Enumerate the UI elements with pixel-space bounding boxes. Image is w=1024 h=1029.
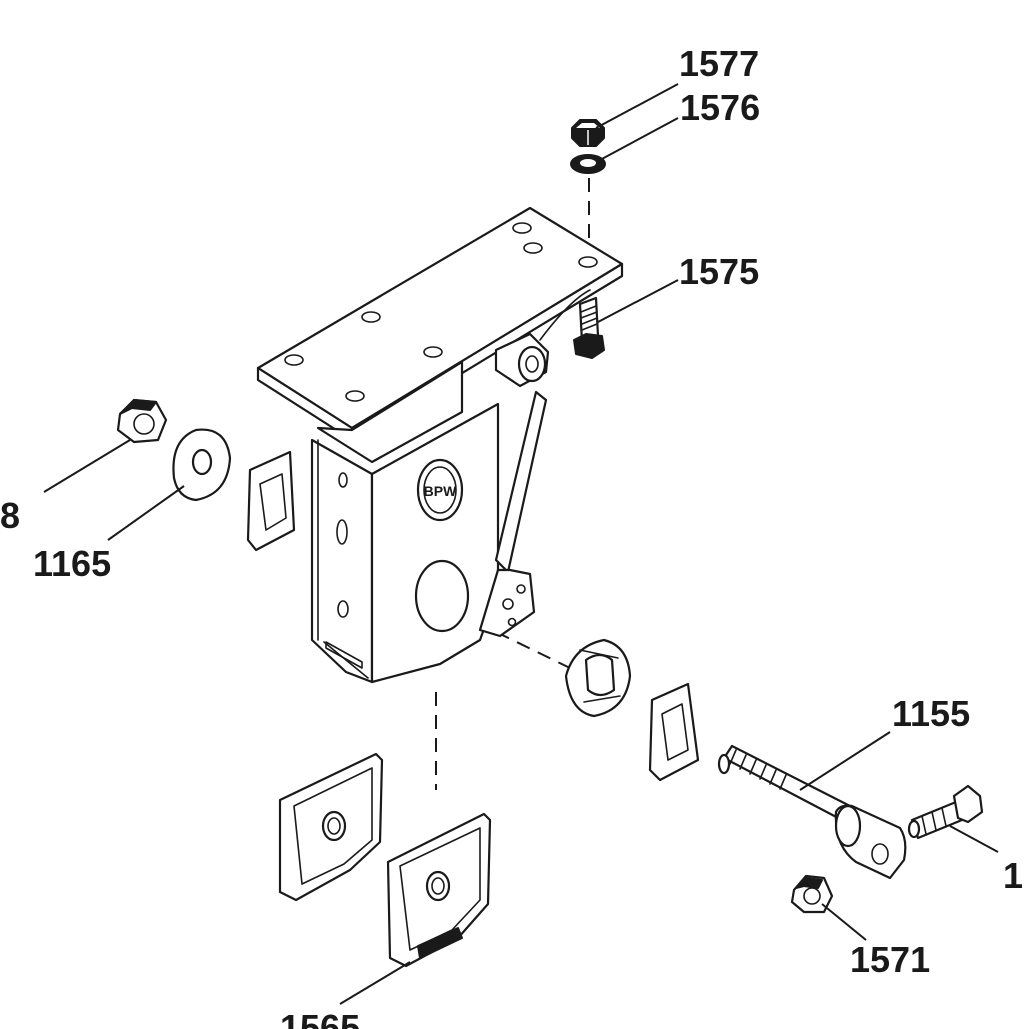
leader-1571 (821, 903, 867, 941)
clamp-plate-2 (386, 812, 492, 968)
bpw-logo: BPW (416, 458, 464, 522)
bolt-right (907, 784, 984, 840)
callout-1577: 1577 (679, 43, 759, 84)
callout-1155: 1155 (892, 693, 970, 734)
callout-left-partial: 8 (0, 495, 20, 536)
nut-left (116, 398, 168, 444)
bearing-bush (564, 638, 632, 718)
callout-1576: 1576 (680, 87, 760, 128)
washer-1576 (570, 154, 606, 174)
bracket-body (310, 289, 591, 684)
leader-left-partial (43, 439, 131, 493)
bolt-1575 (573, 296, 605, 359)
leader-1165 (107, 485, 185, 541)
nut-1571 (790, 874, 834, 914)
callout-right-partial: 1 (1003, 855, 1023, 896)
logo-text: BPW (424, 483, 457, 499)
callout-1571: 1571 (850, 939, 930, 980)
washer-1165 (172, 428, 232, 502)
wear-pad-left (246, 450, 296, 552)
callout-1575: 1575 (679, 251, 759, 292)
callout-1165: 1165 (33, 543, 111, 584)
leader-1576 (599, 117, 679, 161)
leader-1577 (595, 83, 679, 129)
leader-1155 (799, 731, 891, 791)
eye-bolt-1155 (717, 744, 907, 880)
leader-right-partial (949, 825, 999, 853)
nut-1577 (571, 119, 605, 147)
leader-1575 (597, 279, 679, 323)
clamp-plate-1 (278, 752, 384, 902)
leader-bottom-partial (339, 961, 411, 1005)
callout-bottom-partial: 1565 (280, 1007, 360, 1029)
wear-pad-right (648, 682, 700, 782)
